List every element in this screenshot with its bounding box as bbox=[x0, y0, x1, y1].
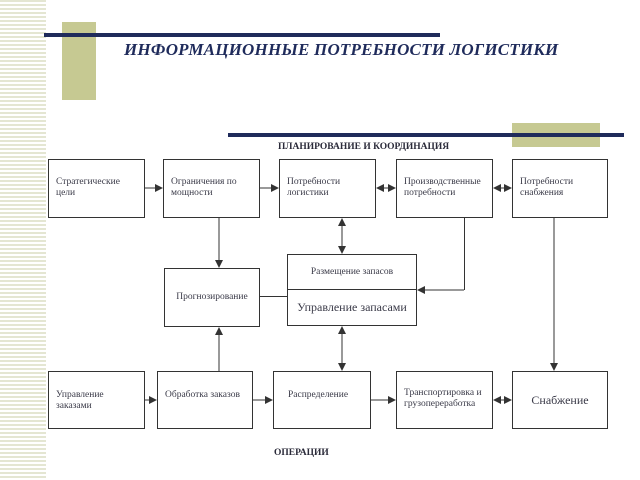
box-supply-needs: Потребности снабжения bbox=[512, 159, 608, 218]
box-forecasting: Прогнозирование bbox=[164, 268, 260, 327]
title-underline-bar bbox=[44, 33, 440, 37]
section-label-operations: ОПЕРАЦИИ bbox=[274, 448, 329, 458]
box-production-needs: Производственные потребности bbox=[396, 159, 493, 218]
box-distribution: Распределение bbox=[273, 371, 371, 429]
box-procurement: Снабжение bbox=[512, 371, 608, 429]
connector-forecast-inventory bbox=[260, 296, 287, 297]
section-label-planning: ПЛАНИРОВАНИЕ И КООРДИНАЦИЯ bbox=[278, 142, 450, 152]
section-divider-bar bbox=[228, 133, 624, 137]
page-title: ИНФОРМАЦИОННЫЕ ПОТРЕБНОСТИ ЛОГИСТИКИ bbox=[124, 40, 559, 59]
connector-production-arrow-vertical bbox=[464, 218, 465, 290]
box-transport: Транспортировка и грузопереработка bbox=[396, 371, 493, 429]
decorative-stripes bbox=[0, 0, 46, 480]
box-capacity-limits: Ограничения по мощности bbox=[163, 159, 260, 218]
box-logistics-needs: Потребности логистики bbox=[279, 159, 376, 218]
box-strategic-goals: Стратегические цели bbox=[48, 159, 145, 218]
box-inventory-management: Управление запасами bbox=[287, 289, 417, 326]
box-order-processing: Обработка заказов bbox=[157, 371, 253, 429]
box-order-management: Управление заказами bbox=[48, 371, 145, 429]
